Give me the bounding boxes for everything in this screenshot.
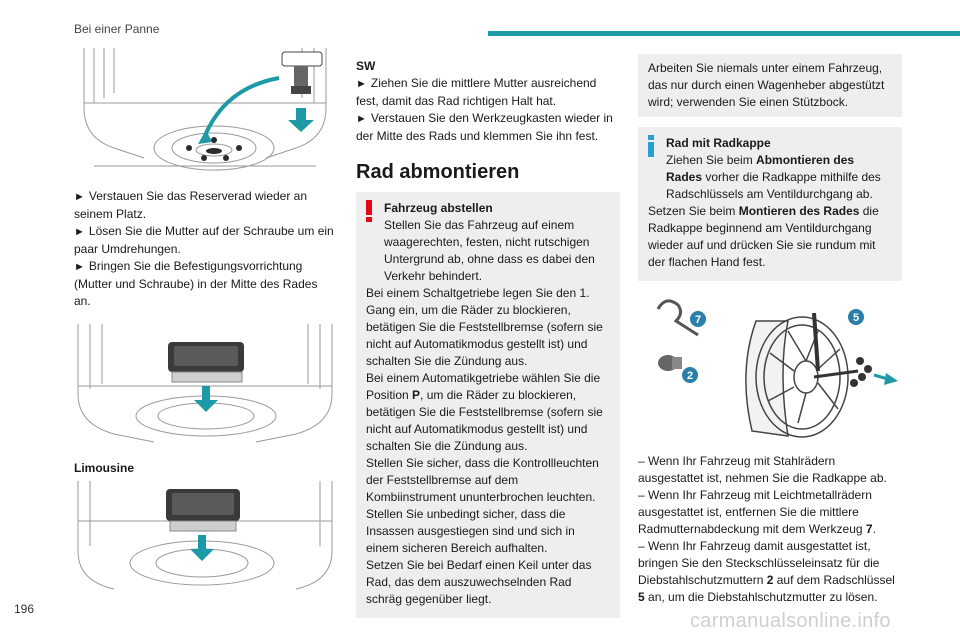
step-loosen-nut: ►Lösen Sie die Mutter auf der Schraube u… [74,224,334,256]
caution-text: Arbeiten Sie niemals unter einem Fahrzeu… [648,61,885,109]
step-stow-toolbox: ►Verstauen Sie den Werkzeugkasten wieder… [356,111,613,143]
caution-box: Arbeiten Sie niemals unter einem Fahrzeu… [638,54,902,117]
warning-title: Fahrzeug abstellen [384,201,493,215]
spare-wheel-illustration [83,48,327,171]
warning-text-5: Stellen Sie unbedingt sicher, dass die I… [366,507,575,555]
sw-label: SW [356,59,376,73]
callout-2: 2 [682,367,698,383]
limousine-trunk-illustration [77,481,333,590]
step-fit-fixing: ►Bringen Sie die Befestigungsvorrichtung… [74,259,318,308]
warning-text-1: Stellen Sie das Fahrzeug auf einem waage… [384,218,595,283]
section-heading: Rad abmontieren [356,161,520,183]
trunk-toolbox-illustration [77,324,333,443]
dash-antitheft-nuts: – Wenn Ihr Fahrzeug damit ausgestattet i… [638,539,895,604]
info-text-2: Setzen Sie beim Montieren des Rades die … [648,204,879,269]
column-middle: SW ►Ziehen Sie die mittlere Mutter ausre… [356,58,620,618]
info-icon [648,135,654,157]
warning-text-3: Bei einem Automatikgetriebe wählen Sie d… [366,371,603,453]
step-stow-spare: ►Verstauen Sie das Reserverad wieder an … [74,189,308,221]
svg-text:2: 2 [687,370,693,382]
dash-alloy-wheels: – Wenn Ihr Fahrzeug mit Leichtmetallräde… [638,488,876,536]
warning-text-4: Stellen Sie sicher, dass die Kontrollleu… [366,456,599,504]
warning-exclamation-icon [366,200,372,222]
dash-steel-wheels: – Wenn Ihr Fahrzeug mit Stahlrädern ausg… [638,454,887,485]
svg-text:5: 5 [853,312,859,324]
column-right: Arbeiten Sie niemals unter einem Fahrzeu… [638,54,902,606]
callout-7: 7 [690,311,706,327]
warning-text-2: Bei einem Schaltgetriebe legen Sie den 1… [366,286,603,368]
wheel-removal-illustration: 7 2 5 [656,299,898,438]
header-accent-bar [488,31,960,36]
info-box: Rad mit Radkappe Ziehen Sie beim Abmonti… [638,127,902,281]
watermark: carmanualsonline.info [690,610,891,632]
warning-box: Fahrzeug abstellen Stellen Sie das Fahrz… [356,192,620,618]
info-text-1: Ziehen Sie beim Abmontieren des Rades vo… [666,153,881,201]
info-title: Rad mit Radkappe [666,136,771,150]
limousine-label: Limousine [74,461,135,475]
callout-5: 5 [848,309,864,325]
column-left: ►Verstauen Sie das Reserverad wieder an … [74,48,336,593]
svg-text:7: 7 [695,314,701,326]
warning-text-6: Setzen Sie bei Bedarf einen Keil unter d… [366,558,592,606]
page-number: 196 [14,602,35,616]
step-tighten-nut: ►Ziehen Sie die mittlere Mutter ausreich… [356,76,597,108]
section-label: Bei einer Panne [74,22,160,36]
